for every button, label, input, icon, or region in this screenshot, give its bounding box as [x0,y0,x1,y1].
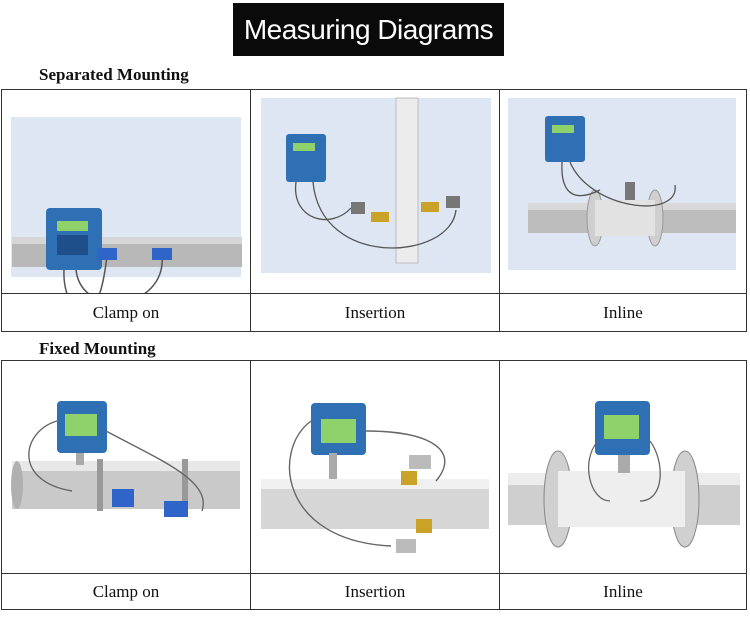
clamp-on-separated-diagram [2,90,251,294]
caption-clamp-on-separated: Clamp on [2,294,251,331]
clamp-on-fixed-diagram [2,361,251,574]
caption-insertion-fixed: Insertion [251,574,500,609]
separated-mounting-table: Clamp on Insertion Inline [1,89,747,332]
flowmeter-icon [46,208,102,270]
caption-clamp-on-fixed: Clamp on [2,574,251,609]
caption-inline-fixed: Inline [603,581,643,601]
fixed-mounting-table: Clamp on Insertion Inline [1,360,747,610]
section-label-separated: Separated Mounting [39,65,189,84]
section-label-fixed: Fixed Mounting [39,339,156,358]
caption-insertion-separated: Insertion [251,294,500,331]
inline-fixed-diagram [500,361,746,574]
page-title: Measuring Diagrams [233,3,504,56]
caption-inline-separated: Inline [603,302,643,322]
insertion-fixed-diagram [251,361,500,574]
inline-separated-diagram [500,90,746,294]
insertion-separated-diagram [251,90,500,294]
